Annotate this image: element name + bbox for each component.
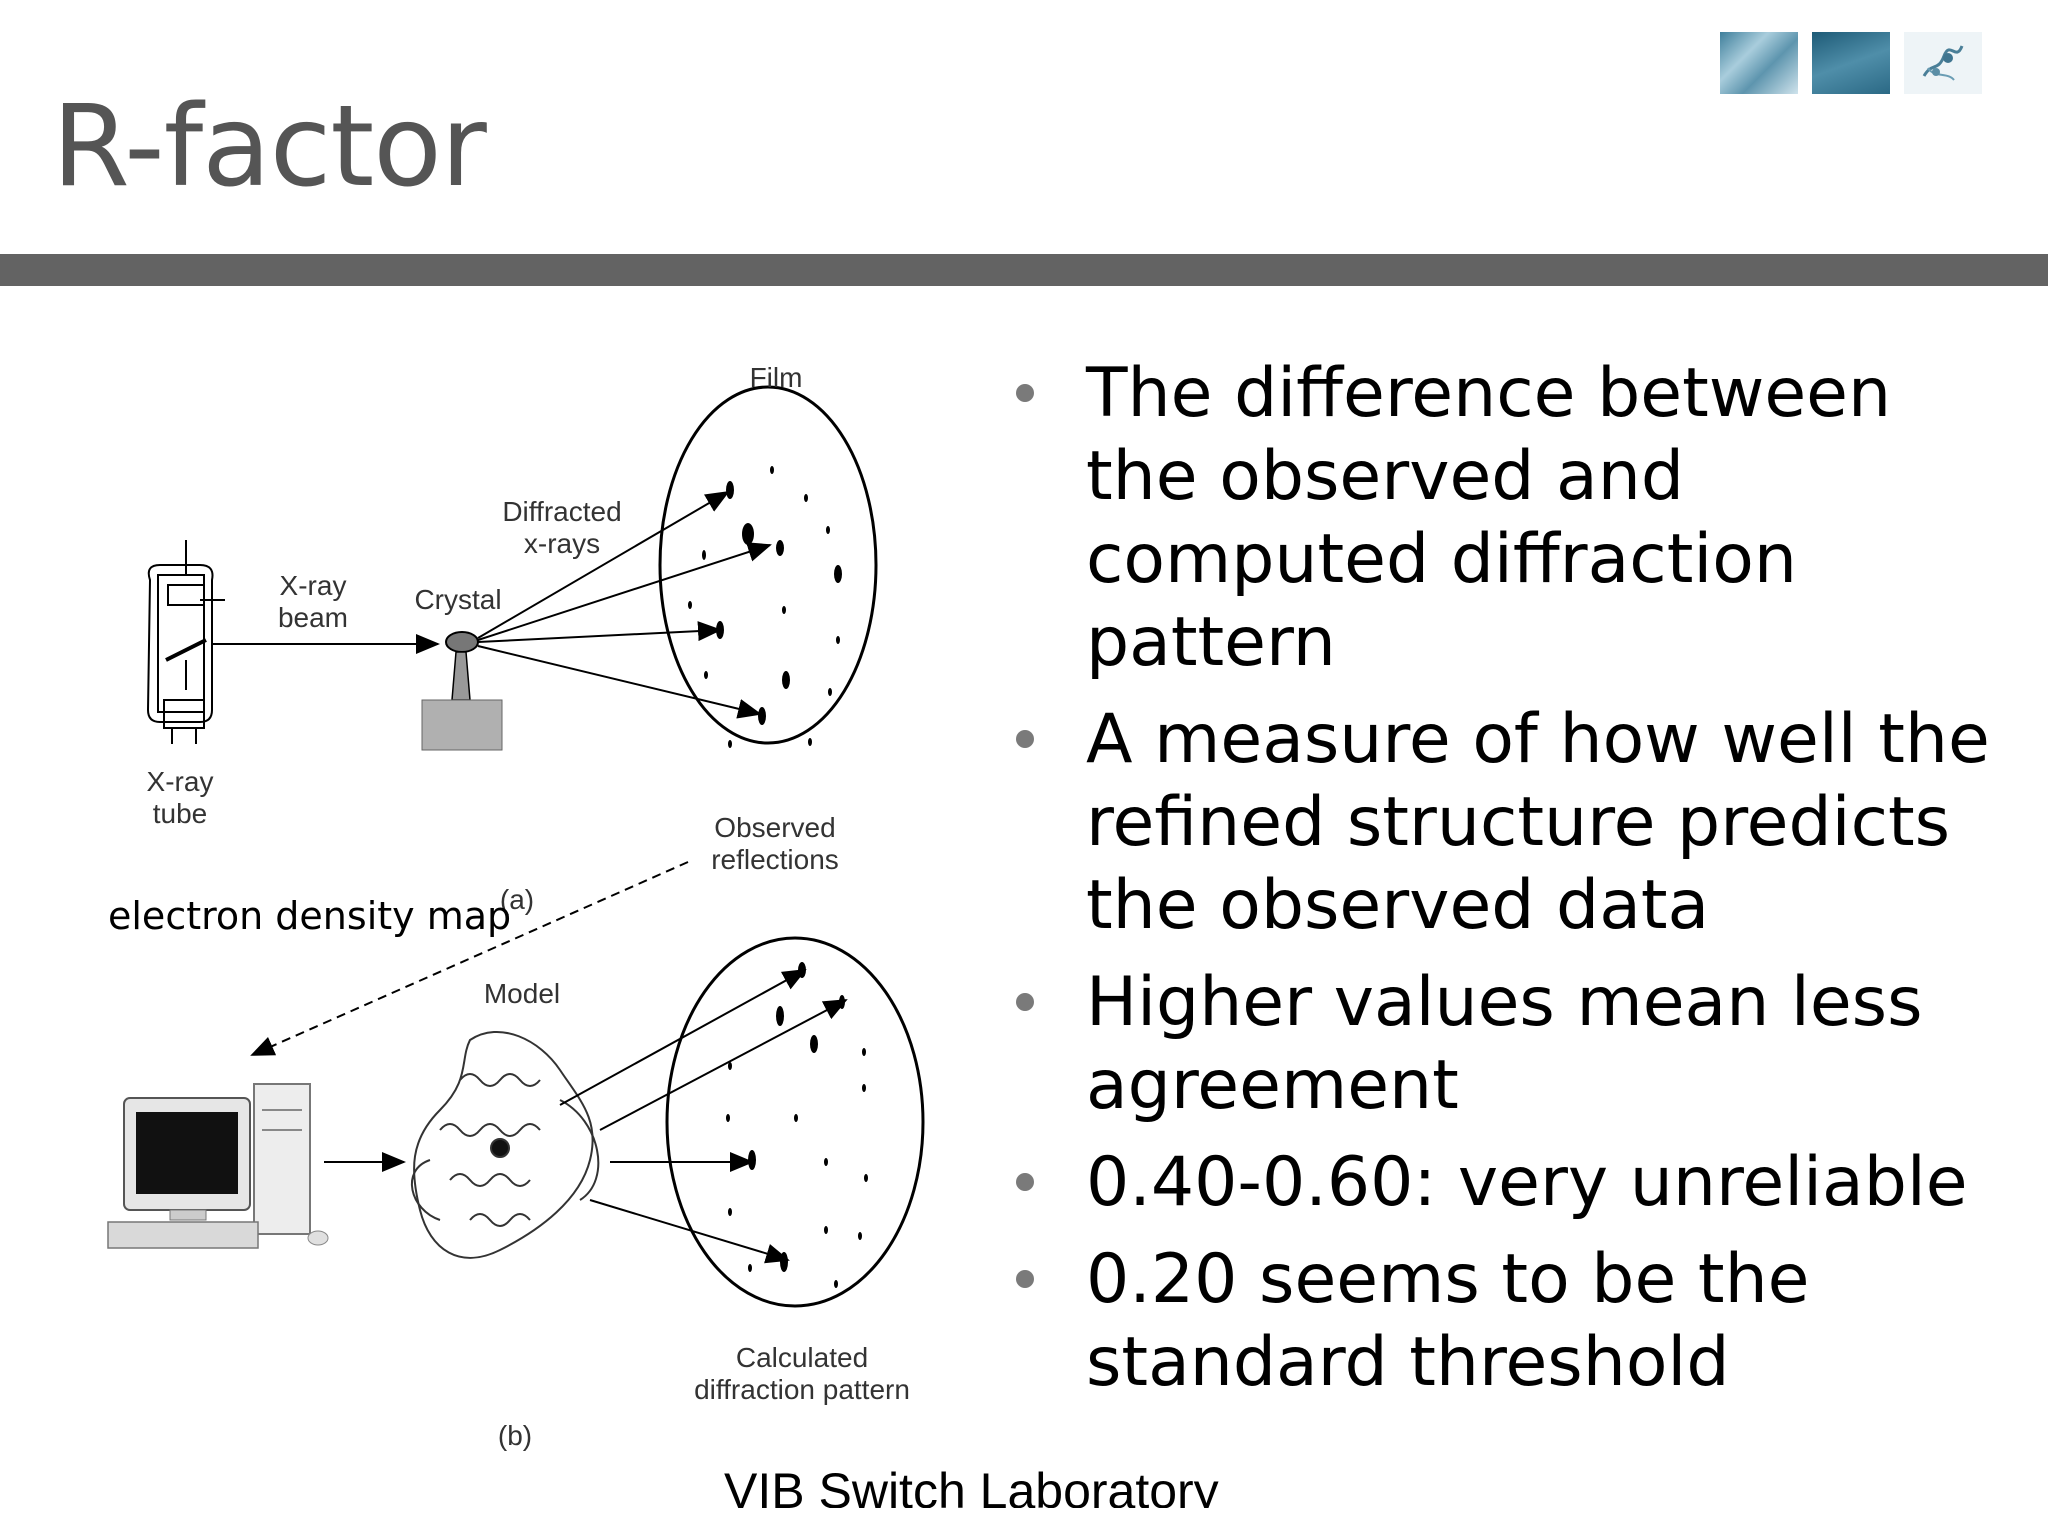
bullet-item: The difference between the observed and … [1010,352,2010,684]
footer-text: VIB Switch Laboratory [724,1458,1324,1508]
panel-b-label: (b) [497,1420,533,1451]
header-thumbnail-image [1720,32,1798,94]
slide-title: R-factor [52,82,487,212]
calculated-pattern-label: Calculated diffraction pattern [694,1342,910,1405]
bullet-dot-icon [1016,993,1034,1011]
bullet-text: 0.20 seems to be the standard threshold [1086,1240,1810,1402]
bullet-dot-icon [1016,1173,1034,1191]
bullet-dot-icon [1016,730,1034,748]
film-label: Film [749,362,803,393]
protein-model-icon [411,1030,600,1259]
bullet-item: Higher values mean less agreement [1010,961,2010,1127]
bullet-item: 0.20 seems to be the standard threshold [1010,1238,2010,1404]
xray-tube-label: X-ray tube [146,766,214,829]
film-ellipse [658,385,878,745]
header-thumbnail-image [1812,32,1890,94]
bullet-text: 0.40-0.60: very unreliable [1086,1143,1968,1222]
bullet-list: The difference between the observed and … [1010,352,2010,1418]
observed-reflection-spots [688,466,842,748]
panel-a-label: (a) [499,884,535,915]
dashed-arrow [250,861,689,1056]
calculated-reflection-spots [726,962,868,1288]
xray-diffraction-figure [107,385,925,1308]
bullet-item: A measure of how well the refined struct… [1010,698,2010,947]
bullet-text: A measure of how well the refined struct… [1086,700,1990,945]
model-label: Model [483,978,561,1009]
footer-label: VIB Switch Laboratory [724,1463,1219,1508]
calculated-rays [559,969,848,1264]
header-bar [0,254,2048,286]
bullet-text: The difference between the observed and … [1086,354,1892,682]
xray-tube-icon [146,540,225,744]
xray-beam-label: X-ray beam [277,570,349,633]
diffracted-xrays-label: Diffracted x-rays [502,496,622,559]
bullet-text: Higher values mean less agreement [1086,963,1923,1125]
calculated-pattern-ellipse [665,936,925,1308]
bullet-dot-icon [1016,384,1034,402]
crystal-icon [421,631,503,751]
header-thumbnail-image [1904,32,1982,94]
electron-density-map-label: electron density map [108,894,512,938]
bullet-dot-icon [1016,1270,1034,1288]
computer-icon [107,1083,329,1249]
diffracted-rays [477,490,772,719]
observed-reflections-label: Observed reflections [711,812,839,875]
header-thumbnails [1720,32,1984,96]
crystal-label: Crystal [414,584,502,615]
bullet-item: 0.40-0.60: very unreliable [1010,1141,2010,1224]
